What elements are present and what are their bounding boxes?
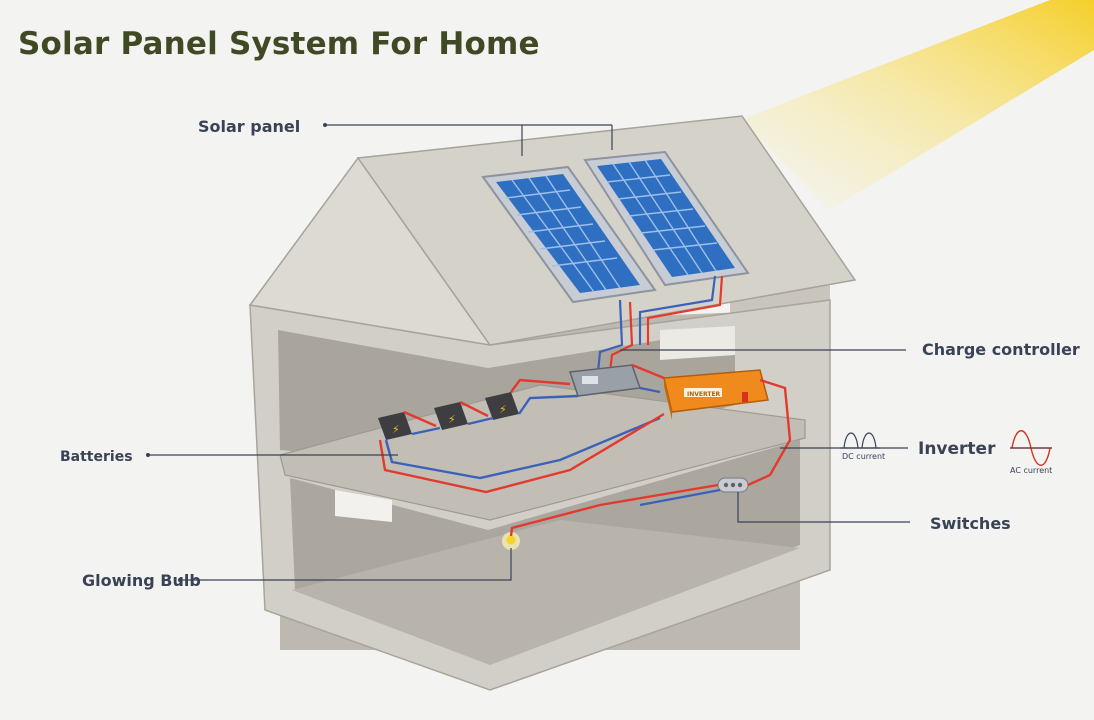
leader-bulb [180,548,512,581]
svg-text:⚡: ⚡ [499,403,507,416]
solar-panel-right [583,150,750,287]
battery-3: ⚡ [485,392,519,420]
glowing-bulb [502,532,520,550]
page-title: Solar Panel System For Home [18,26,540,62]
label-solar-panel: Solar panel [198,117,301,136]
leader-solar-panel [325,124,613,156]
inverter-device: INVERTER [663,369,769,420]
switches-device [717,477,749,493]
label-batteries: Batteries [60,449,133,465]
solar-panel-left [481,165,657,304]
inverter-device-text: INVERTER [687,391,721,398]
label-switches: Switches [930,514,1011,533]
svg-text:⚡: ⚡ [448,413,456,426]
label-glowing-bulb: Glowing Bulb [82,571,201,590]
lower-window [335,490,392,522]
upper-floor [279,384,806,521]
lower-floor [292,520,800,665]
svg-text:⚡: ⚡ [392,423,400,436]
battery-2: ⚡ [434,402,468,430]
upper-window [660,326,735,360]
label-dc-current: DC current [842,452,886,461]
panel-wires [596,275,724,373]
leader-lines [148,124,910,581]
battery-1: ⚡ [378,412,412,440]
label-inverter: Inverter [918,439,996,459]
label-charge-controller: Charge controller [922,340,1080,359]
dc-current-wave-icon [840,432,880,449]
sun-beam [740,0,1094,210]
leader-switches [737,492,910,523]
label-ac-current: AC current [1010,466,1053,475]
